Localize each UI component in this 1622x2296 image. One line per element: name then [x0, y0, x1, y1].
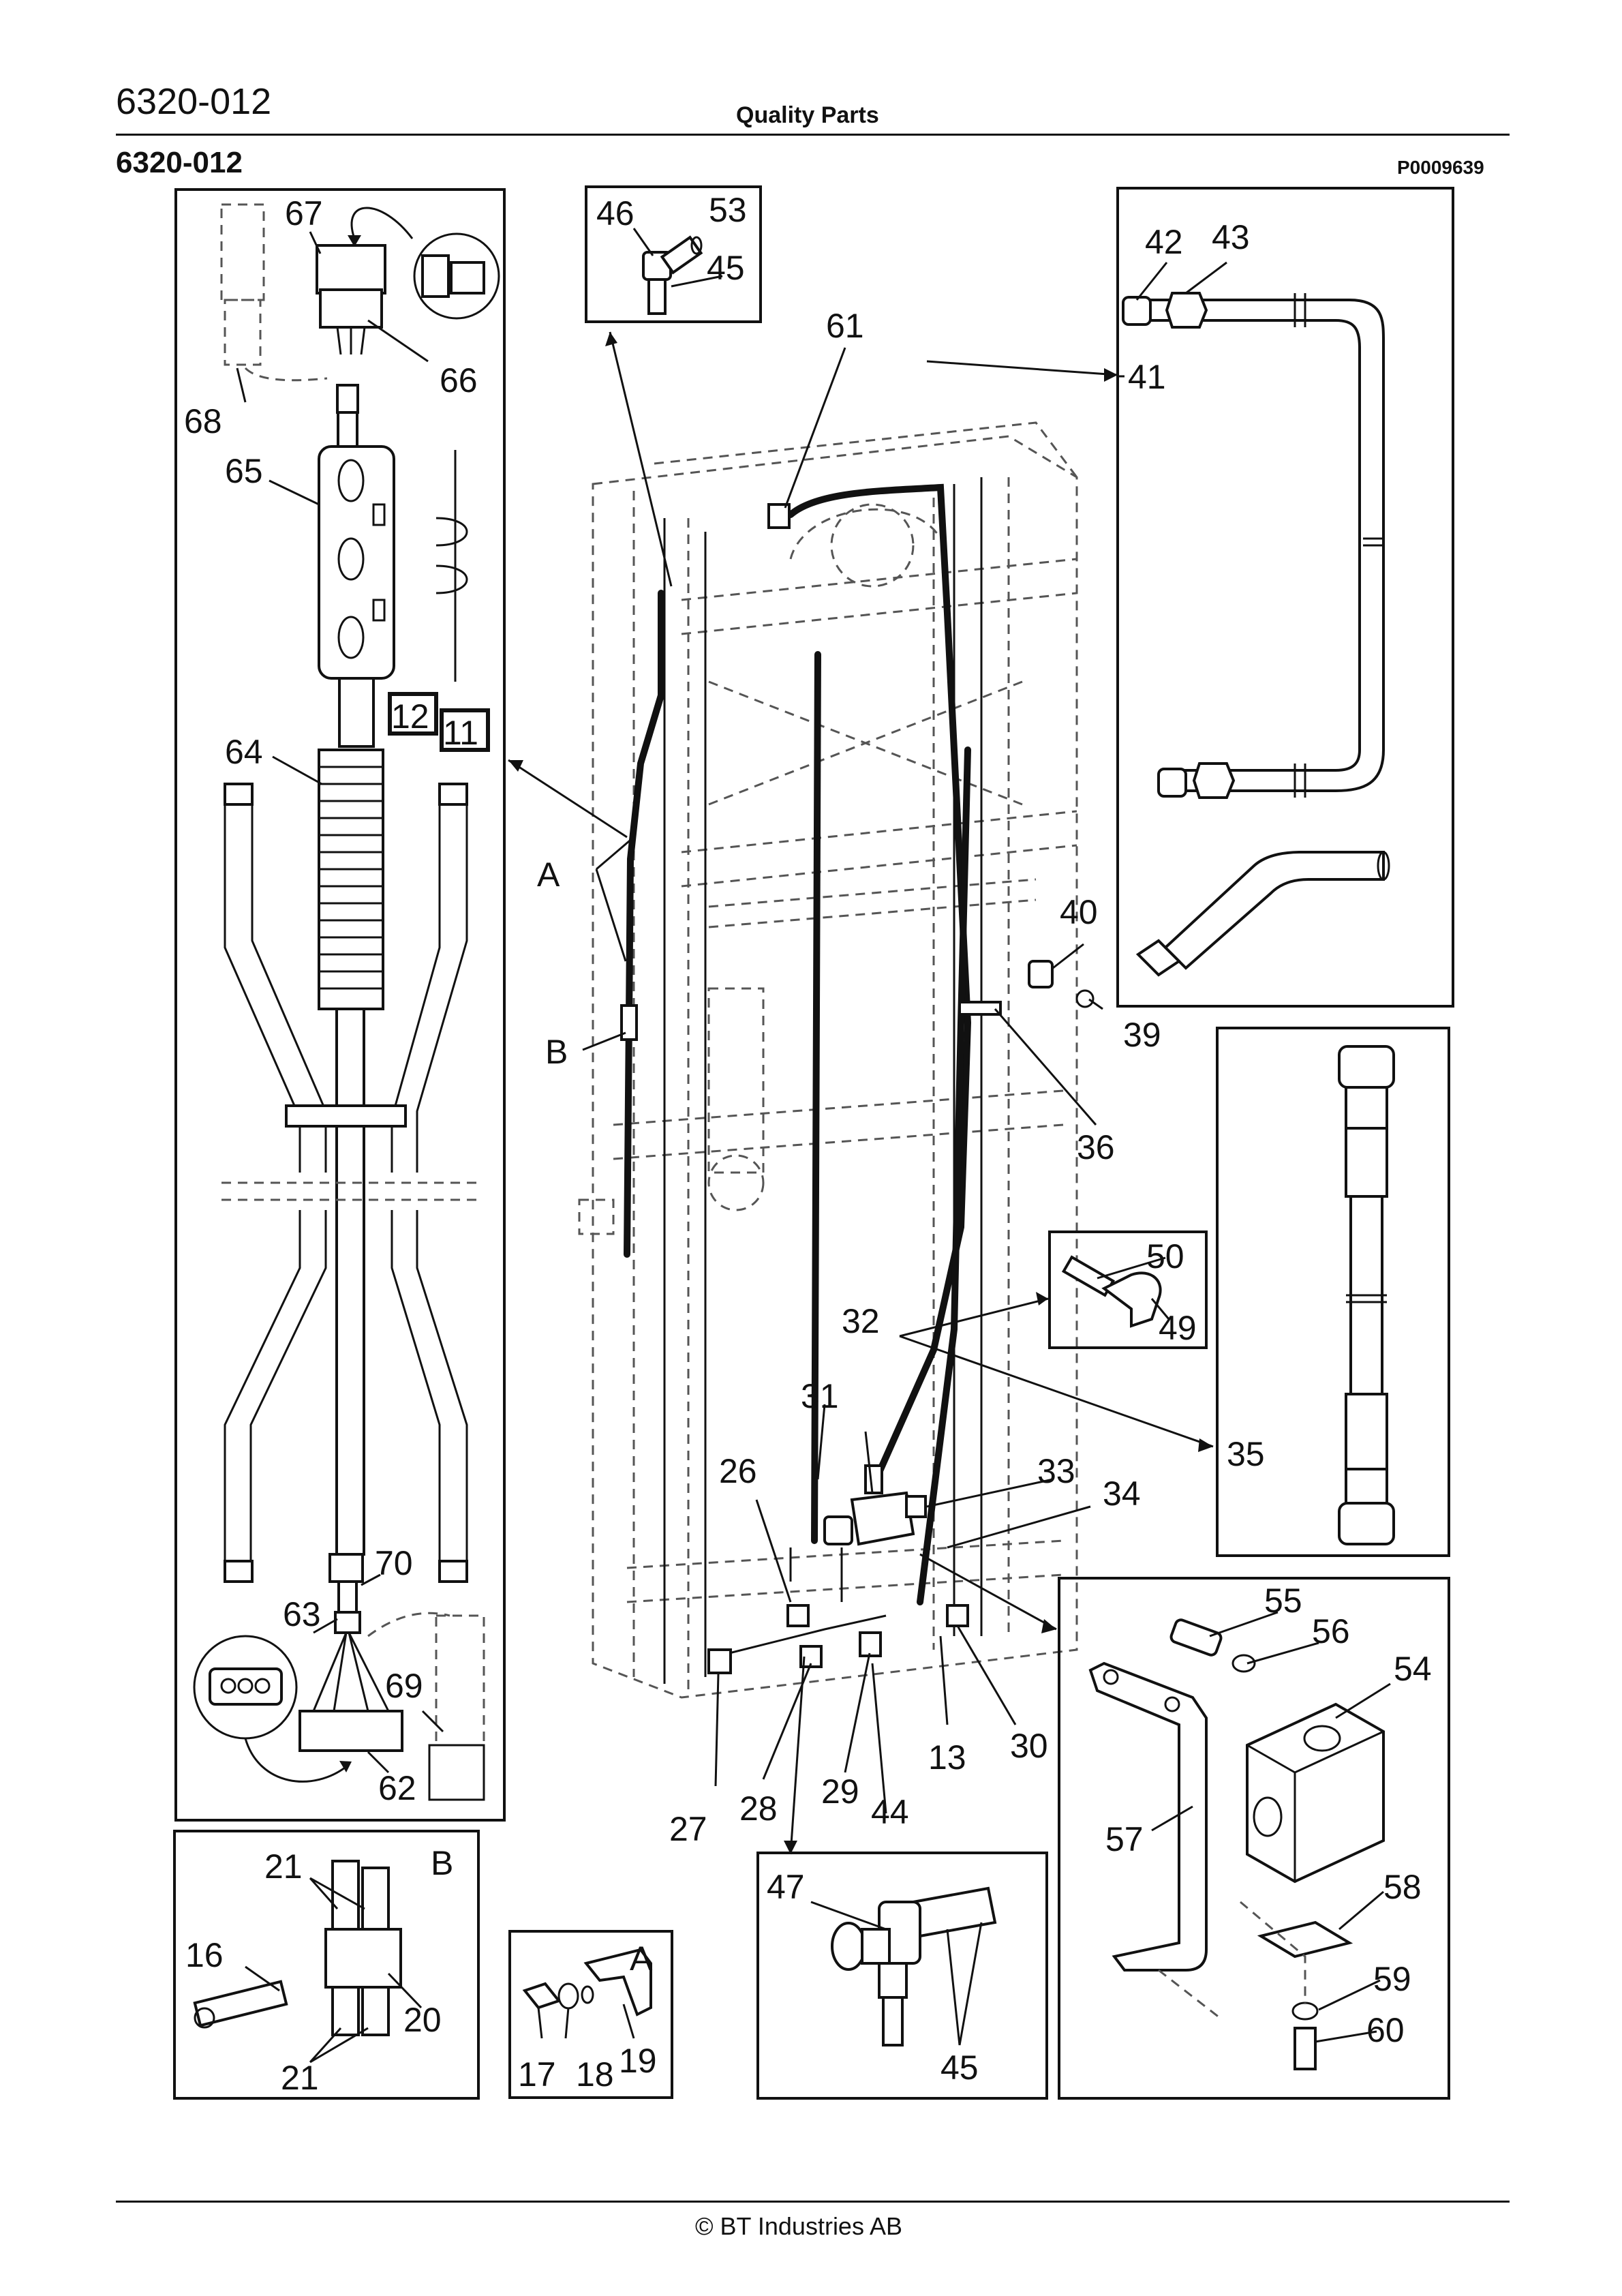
callout-35: 35 [1227, 1435, 1265, 1473]
callout-26: 26 [719, 1452, 757, 1490]
detail-view-b [173, 1830, 480, 2100]
detail-view-a [508, 1930, 673, 2099]
callout-69: 69 [385, 1667, 423, 1705]
section-number: 6320-012 [116, 146, 243, 179]
callout-31: 31 [801, 1377, 839, 1415]
detail-clamp-49 [1048, 1230, 1208, 1349]
callout-17: 17 [518, 2055, 556, 2094]
detail-hose-35 [1216, 1027, 1450, 1557]
callout-53: 53 [709, 191, 747, 229]
callout-11: 11 [443, 714, 478, 752]
callout-34: 34 [1103, 1475, 1141, 1513]
callout-70: 70 [375, 1544, 413, 1582]
callout-61: 61 [826, 307, 864, 345]
detail-b-label: B [431, 1844, 453, 1882]
detail-fitting-46 [585, 185, 762, 323]
callout-45-top: 45 [707, 249, 745, 287]
callout-40: 40 [1060, 893, 1098, 931]
callout-55: 55 [1264, 1582, 1302, 1620]
hose-package-detail [174, 188, 506, 1822]
callout-46: 46 [596, 194, 634, 232]
detail-a-label: A [630, 1939, 653, 1978]
callout-12: 12 [391, 697, 429, 736]
detail-pipe-41 [1116, 187, 1454, 1008]
footer-divider [116, 2201, 1510, 2203]
callout-57: 57 [1105, 1820, 1144, 1858]
callout-39: 39 [1123, 1016, 1161, 1054]
header-divider [116, 134, 1510, 136]
callout-47: 47 [767, 1868, 805, 1906]
detail-tee-47 [756, 1852, 1048, 2100]
callout-44: 44 [871, 1793, 909, 1831]
callout-62: 62 [378, 1769, 416, 1807]
mast-assembly [508, 331, 1214, 1855]
callout-68: 68 [184, 402, 222, 440]
callout-67: 67 [285, 194, 323, 232]
callout-30: 30 [1010, 1727, 1048, 1765]
page-title: Quality Parts [736, 102, 879, 128]
footer-copyright: © BT Industries AB [695, 2212, 902, 2240]
callout-18: 18 [576, 2055, 614, 2094]
detail-valve-block-54 [1058, 1577, 1450, 2100]
callout-21-bottom: 21 [281, 2059, 319, 2097]
main-label-b: B [545, 1033, 568, 1071]
callout-19: 19 [619, 2042, 657, 2080]
callout-63: 63 [283, 1595, 321, 1633]
callout-27: 27 [669, 1810, 707, 1848]
drawing-reference: P0009639 [1397, 157, 1484, 178]
callout-32: 32 [842, 1302, 880, 1340]
callout-64: 64 [225, 733, 263, 771]
callout-42: 42 [1145, 223, 1183, 261]
callout-50: 50 [1146, 1237, 1184, 1275]
callout-58: 58 [1383, 1868, 1422, 1906]
callout-28: 28 [739, 1789, 778, 1828]
callout-65: 65 [225, 452, 263, 490]
callout-43: 43 [1212, 218, 1250, 256]
callout-49: 49 [1159, 1309, 1197, 1347]
callout-60: 60 [1366, 2011, 1405, 2049]
callout-29: 29 [821, 1772, 859, 1811]
callout-20: 20 [403, 2001, 442, 2039]
callout-21-top: 21 [264, 1847, 303, 1886]
callout-36: 36 [1077, 1128, 1115, 1166]
callout-54: 54 [1394, 1650, 1432, 1688]
callout-59: 59 [1373, 1960, 1411, 1998]
page-number: 6320-012 [116, 81, 272, 122]
main-label-a: A [537, 856, 560, 894]
callout-41: 41 [1128, 358, 1166, 396]
callout-56: 56 [1312, 1612, 1350, 1650]
callout-45-bottom: 45 [940, 2049, 979, 2087]
callout-13: 13 [928, 1738, 966, 1777]
callout-16: 16 [185, 1936, 224, 1974]
callout-33: 33 [1037, 1452, 1075, 1490]
callout-66: 66 [440, 361, 478, 399]
